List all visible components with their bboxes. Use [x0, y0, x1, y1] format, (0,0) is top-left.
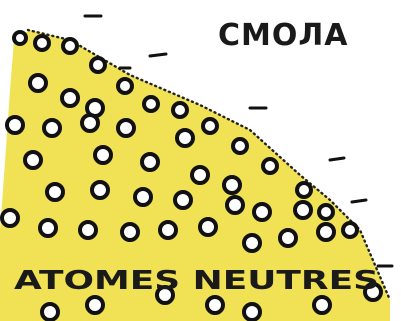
atom-marker — [118, 120, 134, 136]
atom-marker — [144, 97, 158, 111]
atom-marker — [118, 79, 132, 93]
atom-marker — [92, 182, 108, 198]
neutral-atoms-label: ATOMES NEUTRES — [14, 266, 379, 296]
minus-sign-icon — [150, 54, 166, 56]
atom-marker — [319, 205, 333, 219]
atom-marker — [14, 32, 26, 44]
atom-marker — [207, 297, 223, 313]
atom-marker — [2, 210, 18, 226]
atom-marker — [318, 224, 334, 240]
atom-marker — [44, 120, 60, 136]
atom-marker — [40, 220, 56, 236]
minus-sign-icon — [330, 158, 344, 160]
atom-marker — [25, 152, 41, 168]
atom-marker — [142, 154, 158, 170]
atom-marker — [343, 223, 357, 237]
atom-marker — [87, 297, 103, 313]
atom-marker — [200, 219, 216, 235]
atom-marker — [82, 115, 98, 131]
atom-marker — [175, 192, 191, 208]
atom-marker — [244, 235, 260, 251]
atom-marker — [62, 90, 78, 106]
atom-marker — [227, 197, 243, 213]
atom-marker — [314, 297, 330, 313]
atom-marker — [177, 130, 193, 146]
atom-marker — [192, 167, 208, 183]
atom-marker — [63, 39, 77, 53]
atom-marker — [297, 183, 311, 197]
atom-marker — [203, 119, 217, 133]
atom-marker — [122, 224, 138, 240]
atom-marker — [173, 103, 187, 117]
atom-marker — [7, 117, 23, 133]
atom-marker — [135, 189, 151, 205]
atom-marker — [42, 304, 58, 320]
atom-marker — [233, 139, 247, 153]
atom-marker — [80, 222, 96, 238]
atom-marker — [95, 147, 111, 163]
atom-marker — [30, 75, 46, 91]
atom-marker — [280, 230, 296, 246]
atom-marker — [160, 222, 176, 238]
atom-marker — [91, 58, 105, 72]
atom-marker — [35, 36, 49, 50]
resin-label: СМОЛА — [218, 18, 349, 53]
atom-marker — [295, 202, 311, 218]
atom-marker — [224, 177, 240, 193]
atom-marker — [47, 184, 63, 200]
minus-sign-icon — [352, 200, 366, 202]
atom-marker — [263, 159, 277, 173]
atom-marker — [254, 204, 270, 220]
atom-marker — [244, 304, 260, 320]
